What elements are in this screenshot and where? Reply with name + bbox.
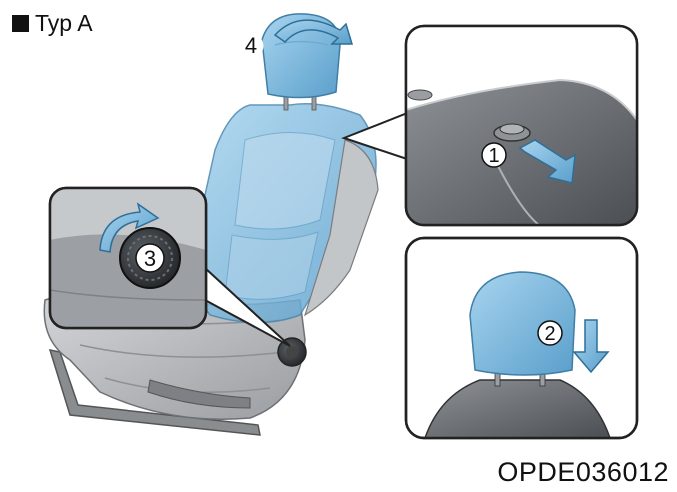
step-badge-3: 3 — [135, 243, 165, 273]
step-badge-2: 2 — [537, 320, 563, 346]
type-heading: Typ A — [12, 12, 93, 35]
push-arrow-icon — [518, 139, 576, 184]
step-label-3: 3 — [144, 246, 156, 271]
figure-code: OPDE036012 — [497, 457, 669, 487]
rotate-knob-arrow-icon — [99, 202, 160, 253]
callout-headrest-lower — [404, 236, 639, 440]
step-badge-4: 4 — [238, 33, 264, 59]
heading-square-icon — [12, 15, 29, 32]
step-label-1: 1 — [488, 145, 499, 167]
callout-recline-knob — [48, 186, 291, 347]
heading-text: Typ A — [35, 10, 93, 36]
tilt-arrow-icon — [273, 19, 354, 45]
step-label-2: 2 — [544, 323, 555, 345]
lowered-headrest — [469, 271, 576, 376]
step-badge-1: 1 — [481, 142, 507, 168]
down-arrow-icon — [572, 319, 610, 374]
step-label-4: 4 — [245, 33, 257, 58]
callout-headrest-release — [341, 24, 639, 227]
